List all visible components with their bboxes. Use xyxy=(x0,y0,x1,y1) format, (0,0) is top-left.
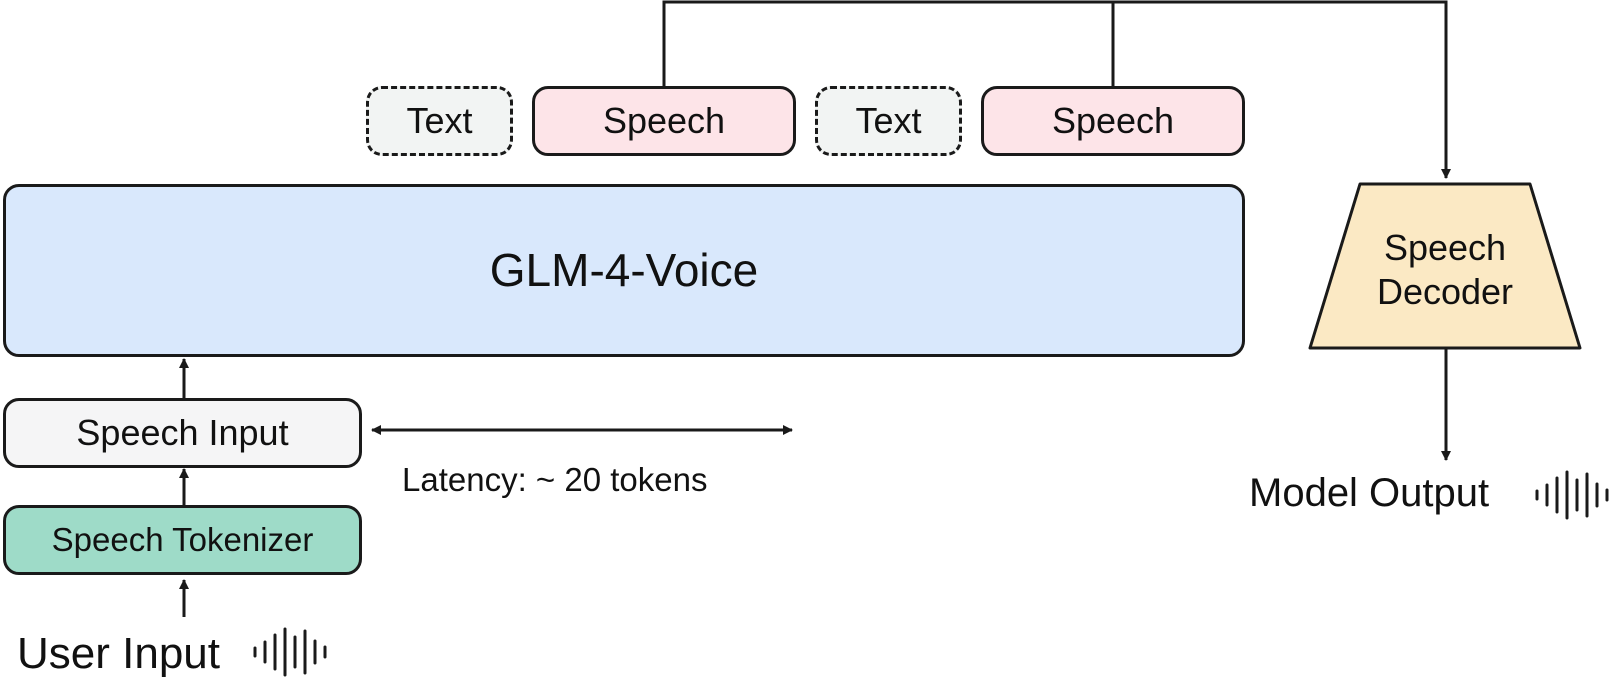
waveform-icon xyxy=(253,627,327,677)
speech-input-box: Speech Input xyxy=(3,398,362,468)
glm-4-voice-model: GLM-4-Voice xyxy=(3,184,1245,357)
output-token-speech-1: Speech xyxy=(532,86,796,156)
model-label: GLM-4-Voice xyxy=(489,244,759,297)
output-token-text-2: Text xyxy=(815,86,962,156)
speech-tokenizer-box: Speech Tokenizer xyxy=(3,505,362,575)
user-input-label: User Input xyxy=(17,629,220,678)
waveform-icon xyxy=(1535,470,1609,520)
output-token-speech-1-label: Speech xyxy=(602,100,726,142)
latency-label: Latency: ~ 20 tokens xyxy=(402,461,708,498)
output-token-text-2-label: Text xyxy=(855,100,922,142)
output-token-speech-2-label: Speech xyxy=(1051,100,1175,142)
output-token-text-1-label: Text xyxy=(406,100,473,142)
output-token-text-1: Text xyxy=(366,86,513,156)
output-token-speech-2: Speech xyxy=(981,86,1245,156)
speech-decoder-label-line2: Decoder xyxy=(1376,271,1514,312)
model-output-label: Model Output xyxy=(1249,471,1490,515)
speech-decoder-label-line1: Speech xyxy=(1383,227,1507,268)
speech-input-label: Speech Input xyxy=(76,412,289,454)
speech-decoder-label: Speech Decoder xyxy=(1310,226,1580,314)
speech-tokenizer-label: Speech Tokenizer xyxy=(51,520,314,558)
